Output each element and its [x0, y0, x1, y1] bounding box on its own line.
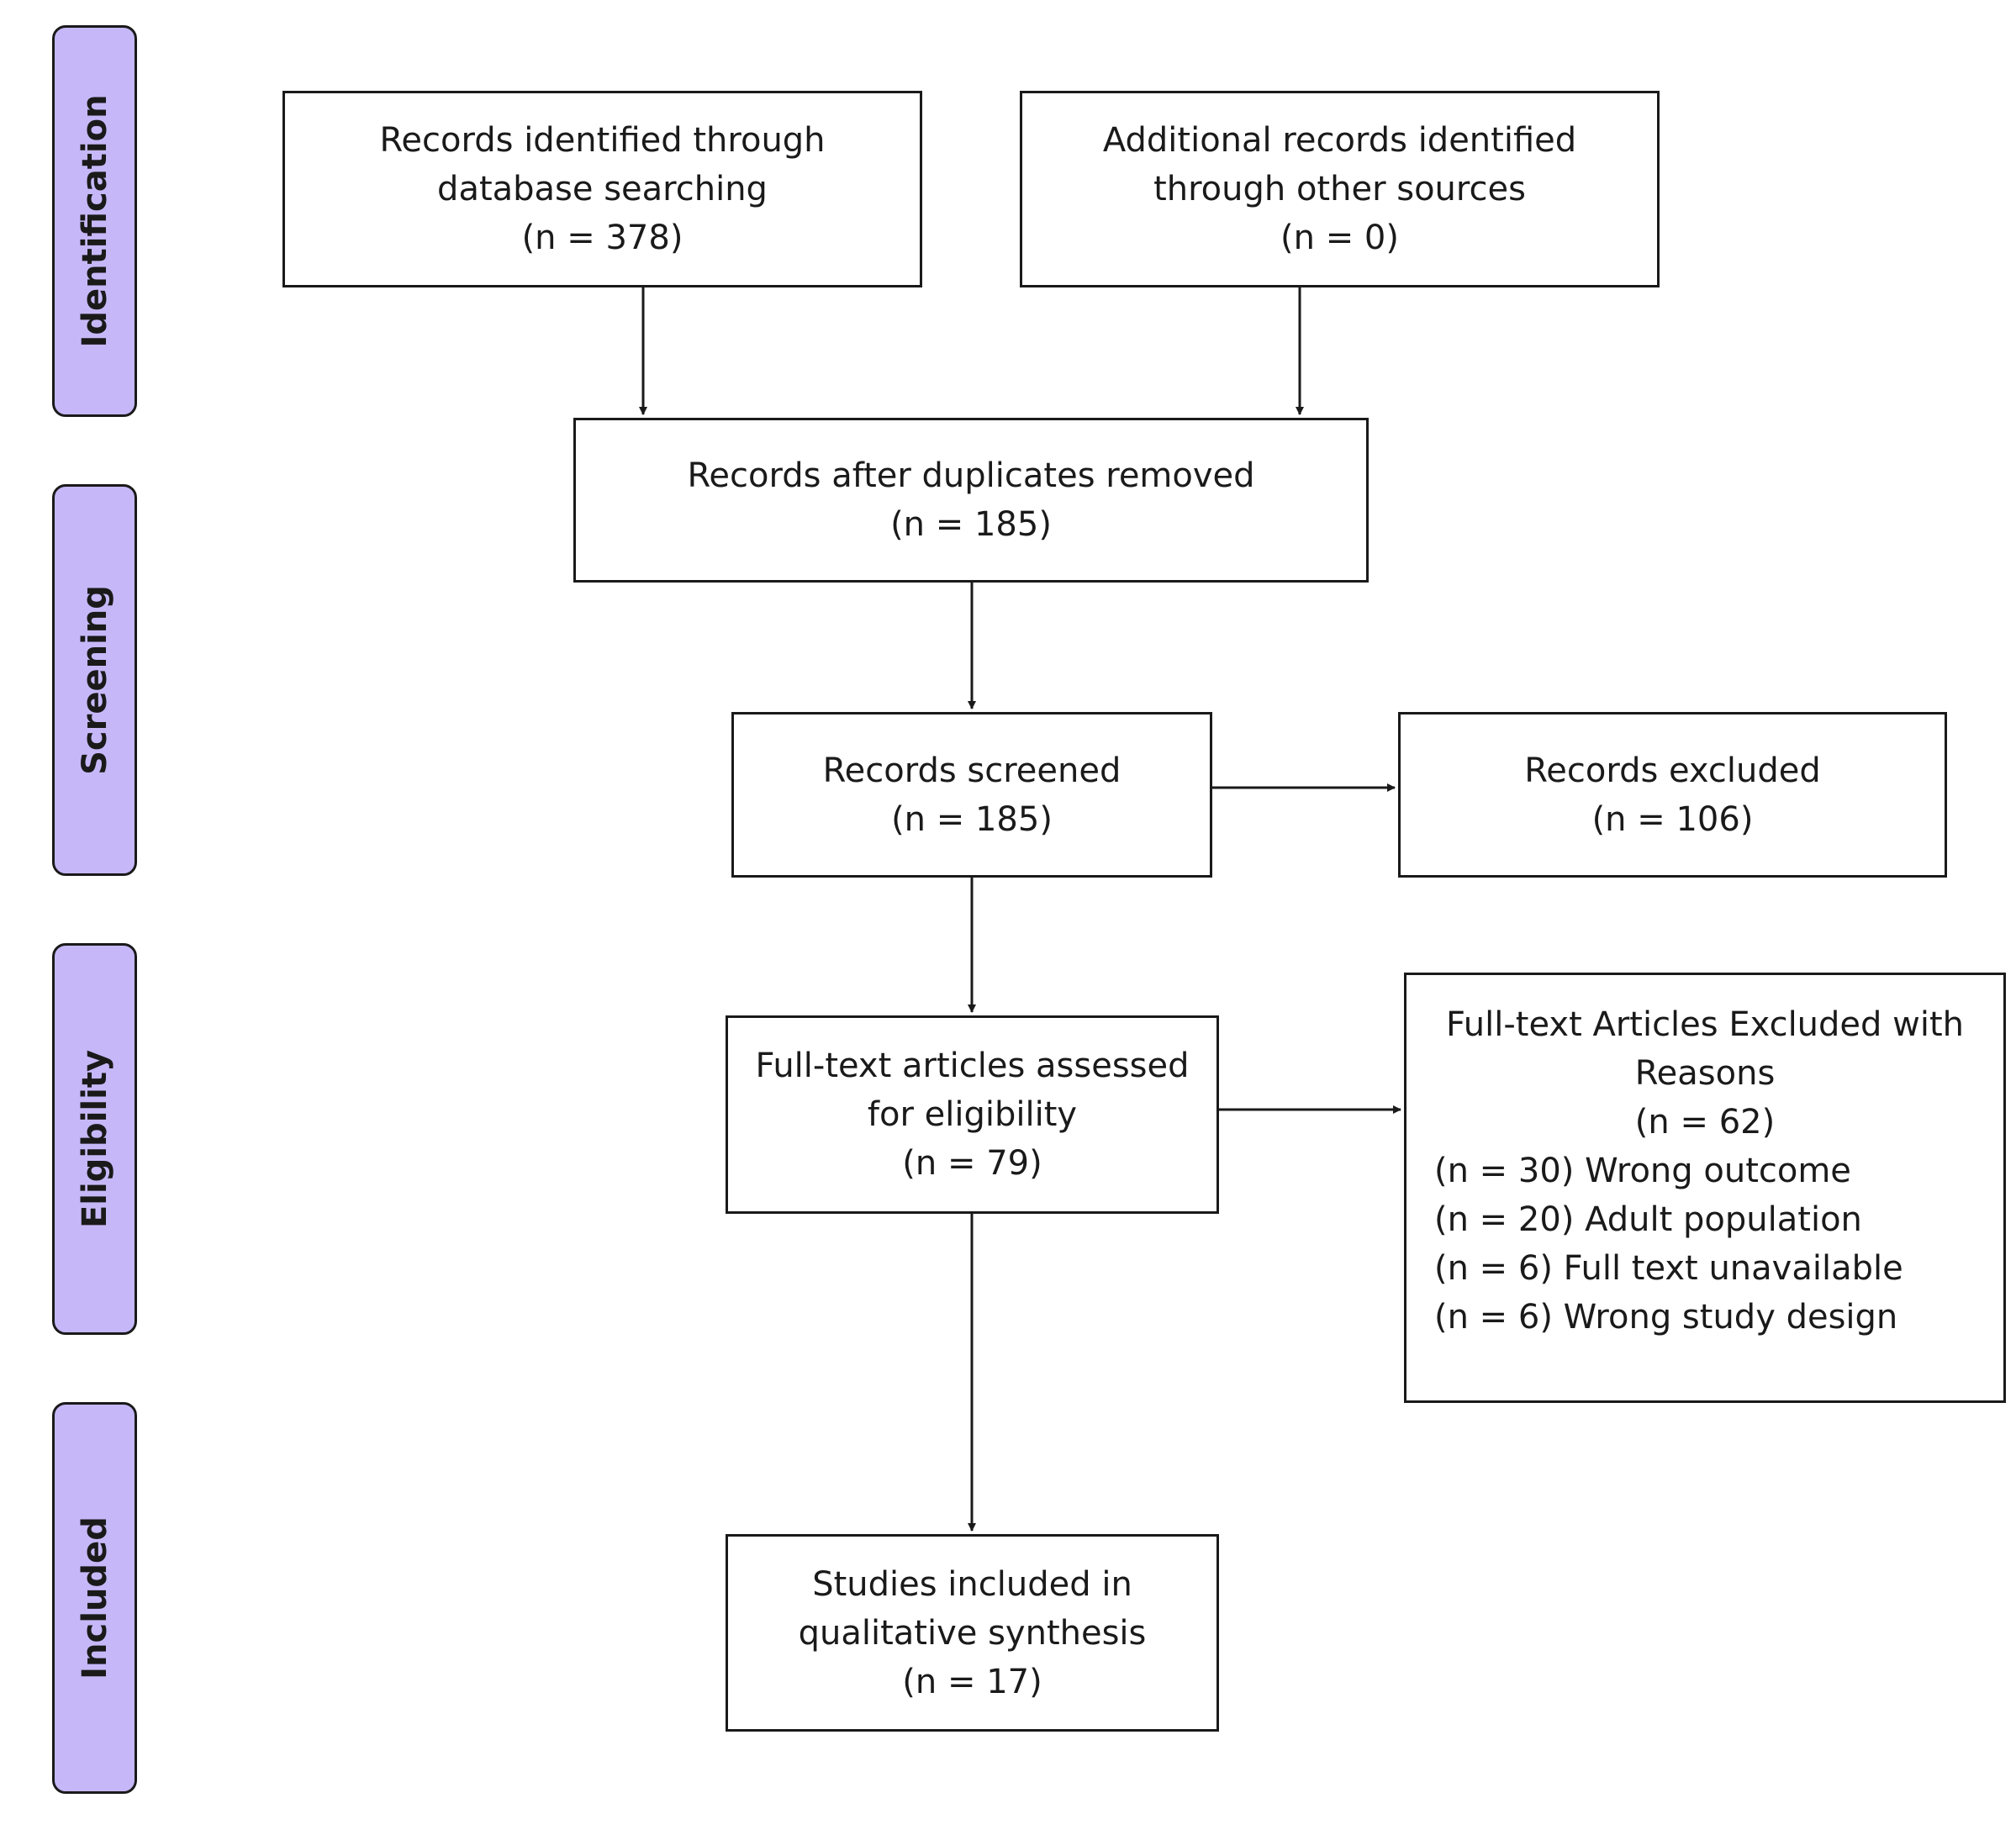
- box-reasons-count: (n = 62): [1634, 1103, 1776, 1142]
- box-database-count: (n = 378): [521, 219, 683, 257]
- box-database-line2: database searching: [437, 170, 768, 208]
- phase-identification: Identification: [52, 25, 137, 417]
- exclusion-reason-item: (n = 6) Wrong study design: [1434, 1298, 1898, 1337]
- box-screened-line1: Records screened: [822, 751, 1121, 790]
- box-fulltext-excluded-reasons: Full-text Articles Excluded with Reasons…: [1404, 973, 2006, 1403]
- box-fulltext-assessed: Full-text articles assessed for eligibil…: [726, 1015, 1219, 1214]
- box-fulltext-count: (n = 79): [902, 1144, 1042, 1183]
- box-fulltext-line2: for eligibility: [867, 1095, 1078, 1134]
- box-included-count: (n = 17): [902, 1662, 1042, 1701]
- exclusion-reasons-list: (n = 30) Wrong outcome (n = 20) Adult po…: [1406, 1147, 2003, 1342]
- box-reasons-line2: Reasons: [1634, 1054, 1776, 1093]
- box-records-other-sources: Additional records identified through ot…: [1020, 91, 1660, 287]
- box-duplicates-line1: Records after duplicates removed: [687, 456, 1255, 495]
- exclusion-reason-item: (n = 20) Adult population: [1434, 1200, 1862, 1239]
- box-other-line2: through other sources: [1153, 170, 1526, 208]
- box-other-line1: Additional records identified: [1102, 121, 1577, 160]
- phase-screening: Screening: [52, 484, 137, 876]
- box-screened-count: (n = 185): [891, 799, 1053, 839]
- box-database-line1: Records identified through: [379, 121, 826, 160]
- exclusion-reason-item: (n = 6) Full text unavailable: [1434, 1249, 1903, 1288]
- box-duplicates-removed: Records after duplicates removed (n = 18…: [573, 418, 1369, 583]
- box-reasons-line1: Full-text Articles Excluded with: [1445, 1005, 1965, 1044]
- box-records-database: Records identified through database sear…: [282, 91, 922, 287]
- box-included-line1: Studies included in: [812, 1564, 1132, 1604]
- box-included-line2: qualitative synthesis: [798, 1613, 1147, 1653]
- box-excluded-line1: Records excluded: [1524, 751, 1821, 790]
- phase-eligibility: Eligibility: [52, 943, 137, 1335]
- exclusion-reason-item: (n = 30) Wrong outcome: [1434, 1152, 1851, 1190]
- box-records-screened: Records screened (n = 185): [731, 712, 1212, 878]
- box-duplicates-count: (n = 185): [890, 505, 1052, 544]
- box-studies-included: Studies included in qualitative synthesi…: [726, 1534, 1219, 1732]
- box-fulltext-line1: Full-text articles assessed: [755, 1047, 1190, 1085]
- box-records-excluded: Records excluded (n = 106): [1398, 712, 1947, 878]
- box-other-count: (n = 0): [1280, 219, 1399, 257]
- phase-included: Included: [52, 1402, 137, 1794]
- box-excluded-count: (n = 106): [1591, 799, 1754, 839]
